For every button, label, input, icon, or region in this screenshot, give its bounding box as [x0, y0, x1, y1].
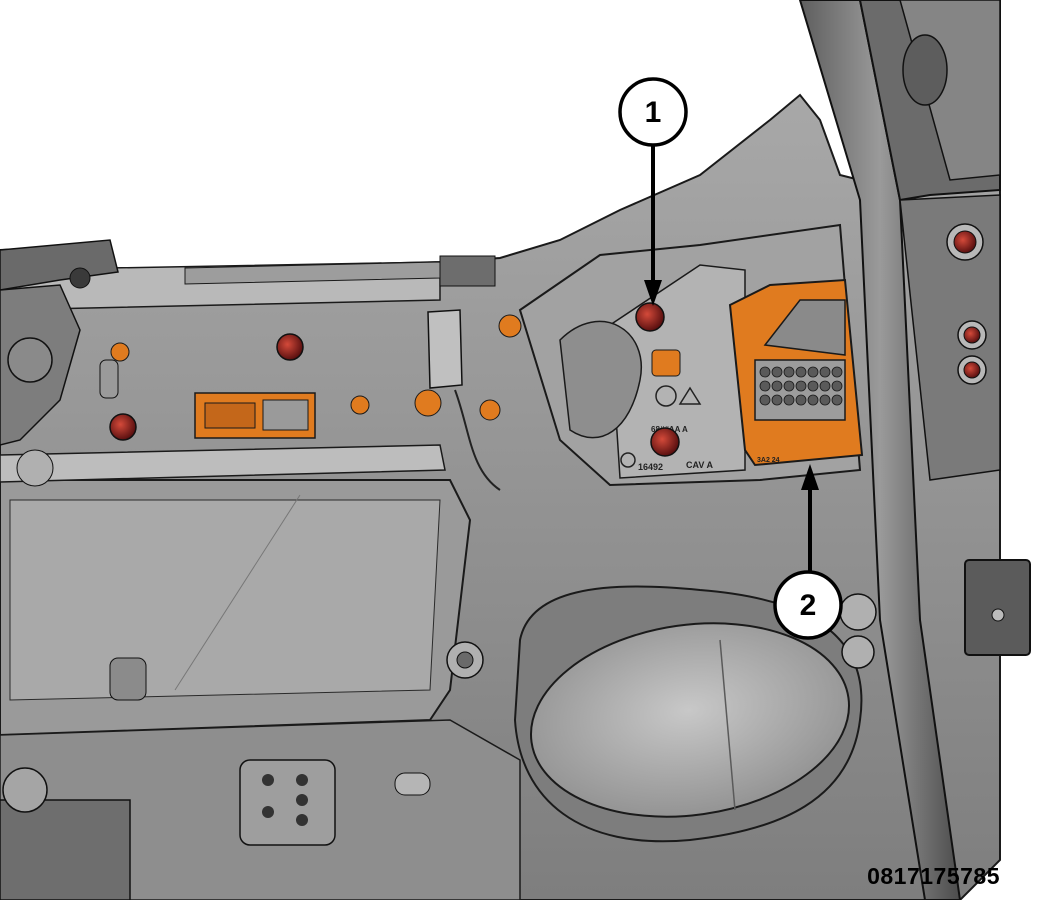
callout-1: 1 [618, 77, 688, 306]
connector-code-stamp: 3A2 24 [757, 457, 780, 464]
figure-id: 0817175785 [867, 863, 1000, 889]
callout-2-label: 2 [800, 589, 817, 622]
module-fastener-upper [635, 302, 665, 332]
belt-clips [110, 314, 610, 439]
panel-fasteners [109, 333, 304, 441]
latch-mechanism [0, 239, 119, 487]
module-fastener-lower [650, 427, 680, 457]
mid-bracket [427, 255, 501, 491]
wiring-connector: 3A2 24 [728, 278, 864, 467]
callout-1-label: 1 [645, 96, 662, 129]
part-code-stamp: 16492 [638, 462, 663, 472]
door-inner-panel [0, 93, 1001, 900]
callout-1-arrowhead [644, 280, 662, 306]
cav-label-stamp: CAV A [686, 460, 714, 470]
lower-bracket [0, 657, 431, 900]
callout-2-arrowhead [801, 464, 819, 490]
callout-2: 2 [773, 464, 843, 640]
window-frame-pillar [798, 0, 1031, 900]
